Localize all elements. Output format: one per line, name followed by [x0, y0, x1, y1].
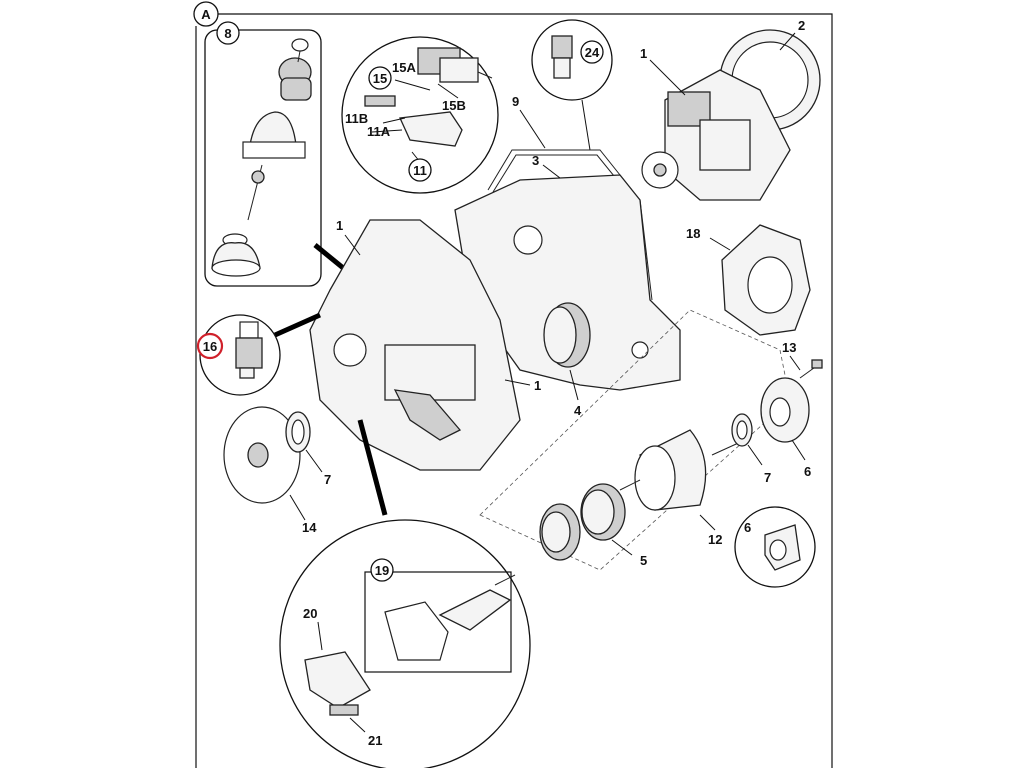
case-half-3: 3 — [454, 153, 681, 391]
inset-flange-6: 6 — [734, 506, 816, 588]
seal-7-right: 7 — [731, 413, 771, 485]
callout-13: 13 — [782, 340, 796, 355]
callout-12: 12 — [708, 532, 722, 547]
callout-15B: 15B — [442, 98, 466, 113]
callout-11A: 11A — [367, 124, 391, 139]
diagram-frame — [195, 13, 833, 768]
callout-18: 18 — [686, 226, 700, 241]
callout-2: 2 — [798, 18, 805, 33]
callout-14: 14 — [302, 520, 317, 535]
gear-4: 4 — [543, 302, 591, 418]
section-label-a: A — [193, 1, 219, 27]
callout-3: 3 — [532, 153, 539, 168]
inset-sensor-16: 16 — [196, 314, 281, 396]
callout-6-inset: 6 — [744, 520, 751, 535]
seal-7-left: 7 — [285, 411, 331, 487]
callout-16: 16 — [196, 332, 224, 360]
inset-solenoid-11-15: 15A 15B 11B 11A 15 11 — [341, 36, 499, 194]
callout-8: 8 — [216, 21, 240, 45]
svg-text:16: 16 — [203, 339, 217, 354]
leader-inset-19 — [357, 419, 388, 516]
callout-7-left: 7 — [324, 472, 331, 487]
svg-text:15: 15 — [373, 71, 387, 86]
callout-9: 9 — [512, 94, 519, 109]
svg-text:19: 19 — [375, 563, 389, 578]
leader-inset-16 — [273, 312, 322, 338]
transfer-box-assembly: 1 2 — [640, 18, 821, 201]
flange-6-right: 6 13 — [760, 340, 823, 479]
svg-text:11: 11 — [413, 163, 427, 178]
flange-14: 14 — [223, 406, 317, 535]
callout-4: 4 — [574, 403, 582, 418]
callout-7-right: 7 — [764, 470, 771, 485]
callout-5: 5 — [640, 553, 647, 568]
svg-text:A: A — [201, 7, 211, 22]
leader-24 — [581, 99, 591, 151]
callout-21: 21 — [368, 733, 382, 748]
inset-sensor-24: 24 — [531, 19, 613, 101]
callout-20: 20 — [303, 606, 317, 621]
gears-5: 5 — [539, 483, 647, 568]
shaft-12: 12 — [619, 429, 746, 547]
main-case-1: 1 1 — [309, 218, 541, 471]
callout-15: 15 — [368, 66, 392, 90]
callout-15A: 15A — [392, 60, 416, 75]
callout-11B: 11B — [345, 111, 368, 126]
callout-19: 19 — [370, 558, 394, 582]
callout-24: 24 — [580, 40, 604, 64]
callout-11: 11 — [408, 158, 432, 182]
callout-6-right: 6 — [804, 464, 811, 479]
callout-1-main: 1 — [336, 218, 343, 233]
svg-text:8: 8 — [224, 26, 231, 41]
svg-text:24: 24 — [585, 45, 600, 60]
inset-cover-19-21: 20 21 19 — [279, 519, 531, 768]
callout-1-lower: 1 — [534, 378, 541, 393]
callout-1-top: 1 — [640, 46, 647, 61]
housing-18: 18 — [686, 224, 811, 336]
inset-gear-lever: 8 — [204, 21, 322, 287]
